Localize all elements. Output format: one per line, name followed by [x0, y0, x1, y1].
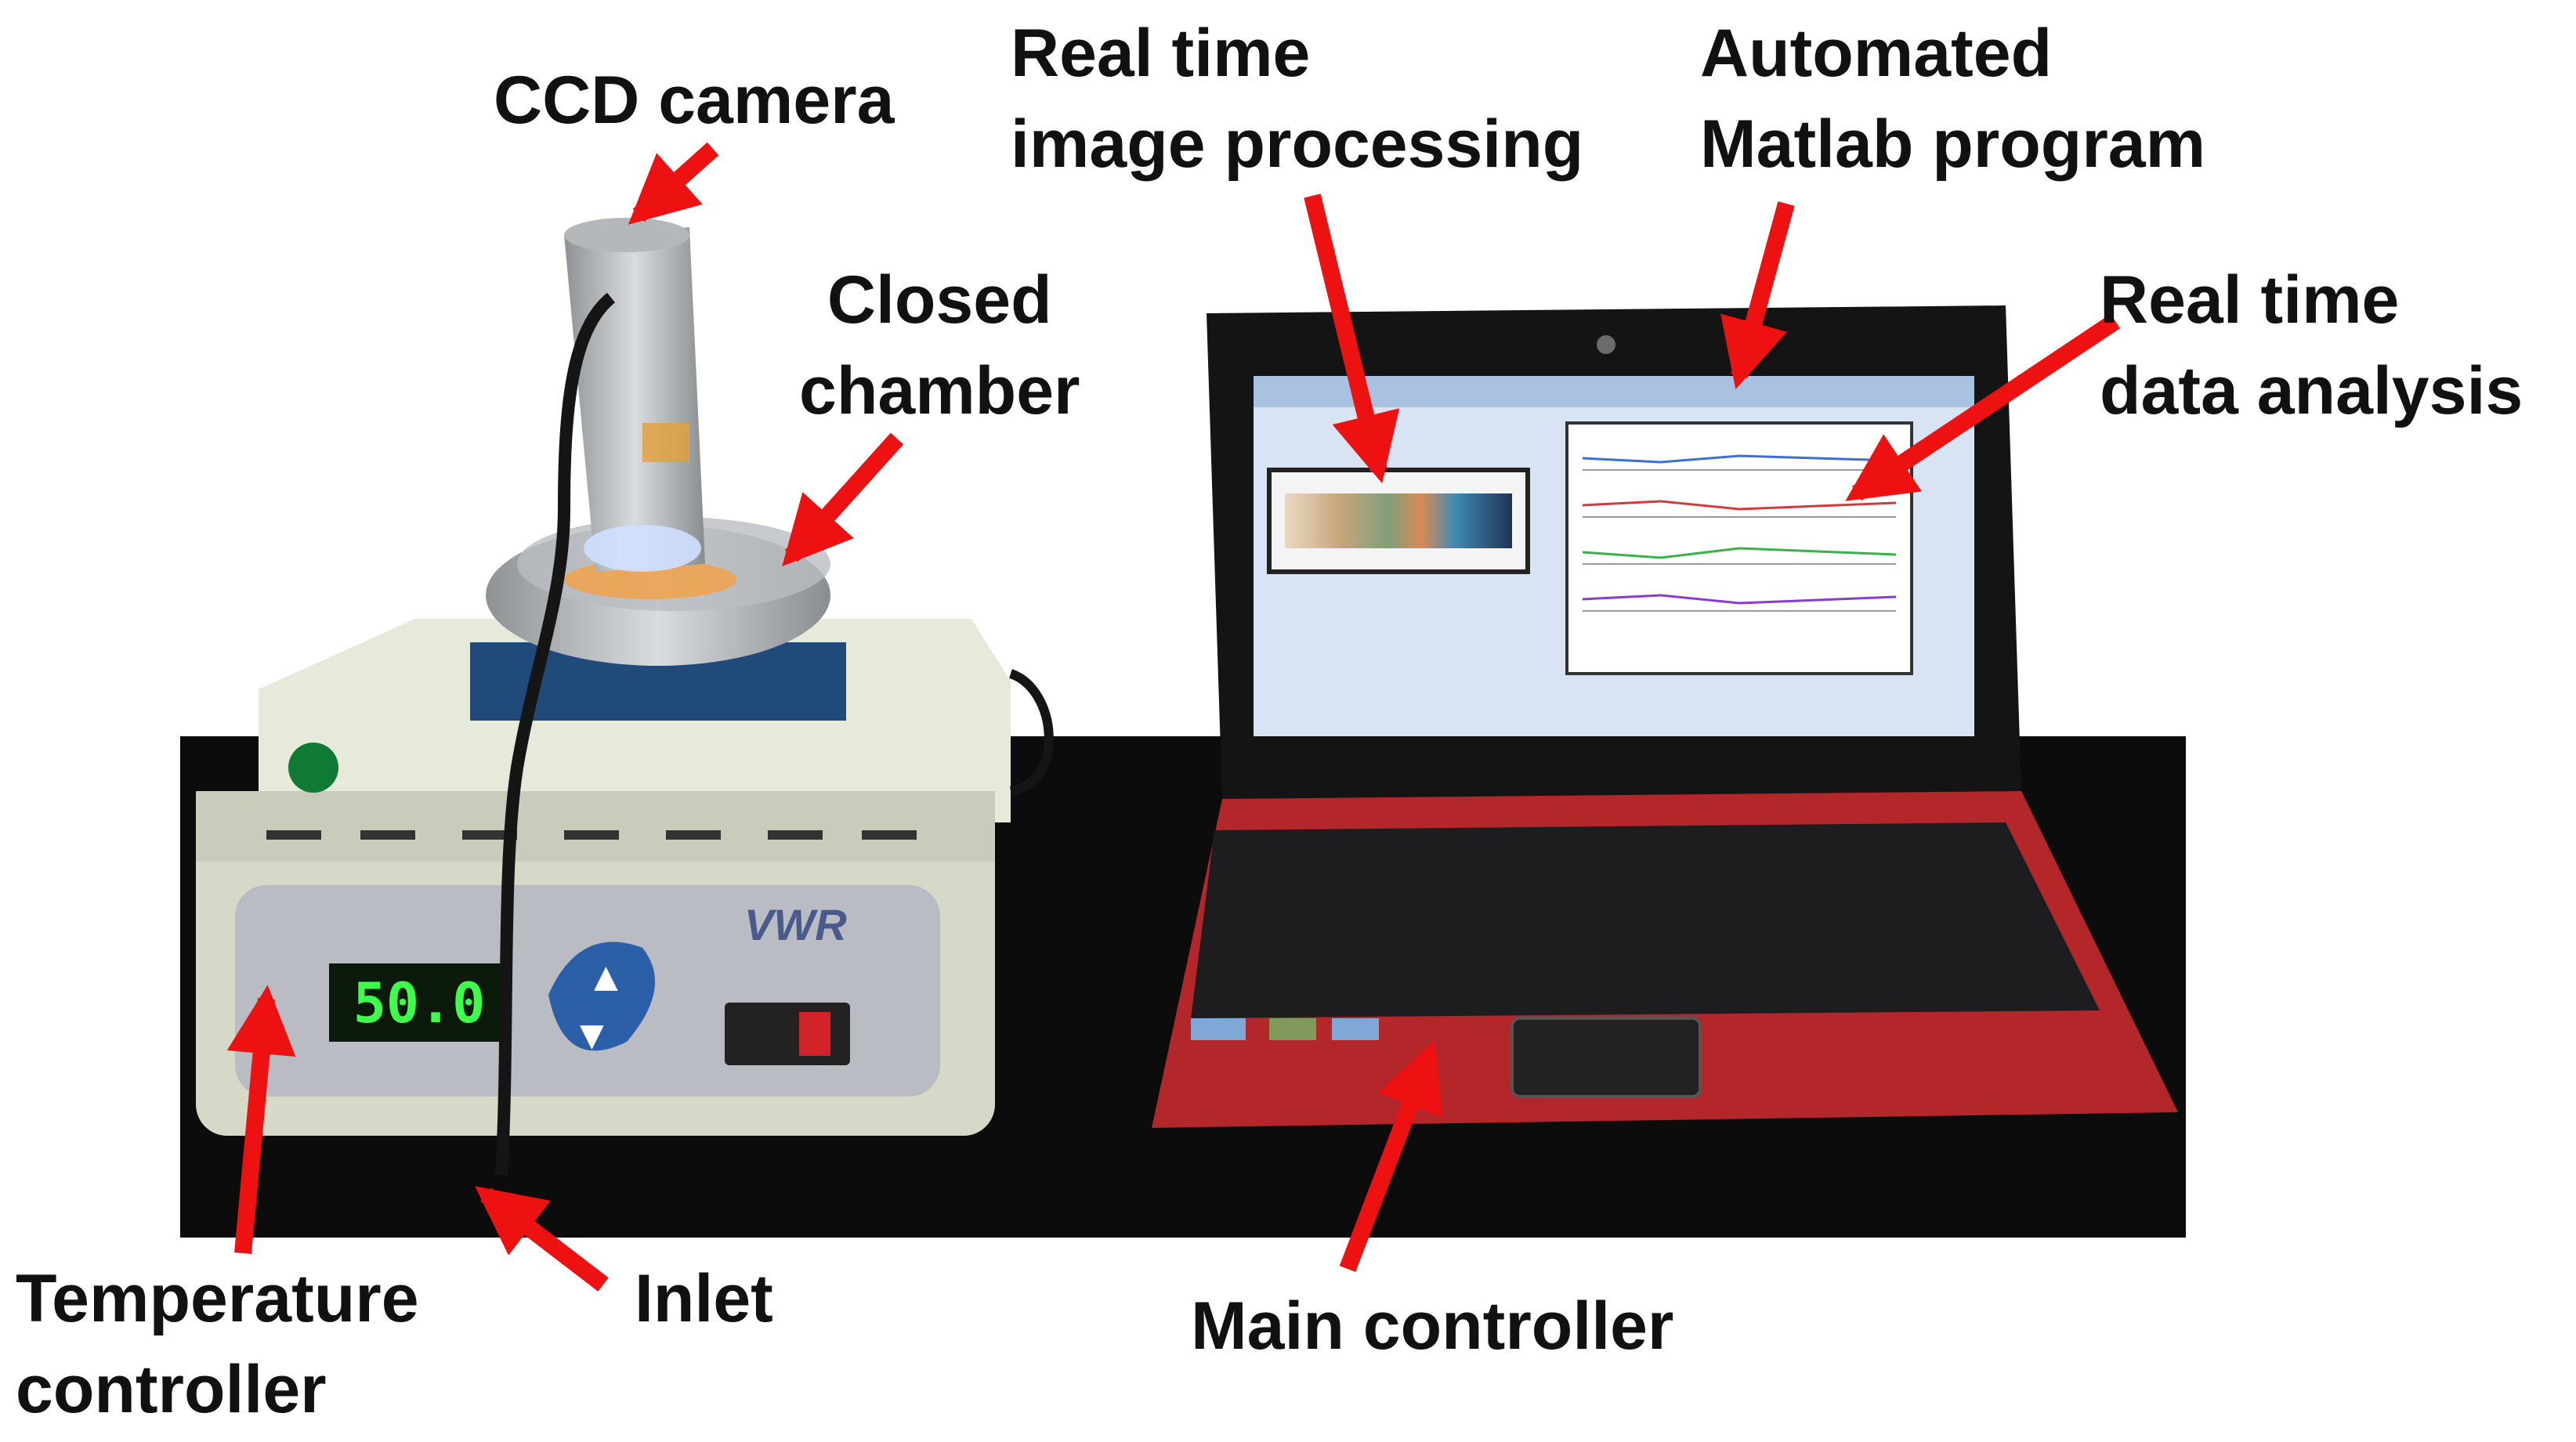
label-main-controller: Main controller	[1191, 1288, 1674, 1364]
label-real-time-data-analysis: Real time data analysis	[2100, 255, 2523, 436]
label-line-1: Temperature	[16, 1261, 419, 1336]
power-switch	[725, 1003, 850, 1065]
camera-cable	[495, 292, 616, 1176]
label-line-2: chamber	[799, 353, 1080, 428]
arrow-temperature-controller	[226, 985, 296, 1255]
arrow-closed-chamber	[782, 432, 904, 567]
label-line-2: data analysis	[2100, 353, 2524, 428]
down-arrow-icon: ▼	[580, 1017, 604, 1053]
label-automated-matlab-program: Automated Matlab program	[1700, 8, 2205, 190]
brand-logo: VWR	[744, 900, 847, 949]
label-ccd-camera: CCD camera	[494, 63, 895, 138]
up-arrow-icon: ▲	[594, 959, 618, 995]
arrow-inlet	[475, 1186, 609, 1292]
label-real-time-image-processing: Real time image processing	[1011, 8, 1583, 190]
label-line-1: Real time	[2100, 262, 2400, 338]
ccd-camera-device	[564, 218, 705, 572]
label-line-1: Automated	[1700, 16, 2053, 91]
arrow-keypad	[548, 941, 655, 1051]
temperature-display	[329, 963, 509, 1042]
label-line-2: Matlab program	[1700, 107, 2206, 182]
display-reading: 50.0	[353, 971, 486, 1035]
laptop-main-controller	[1152, 305, 2178, 1128]
arrow-matlab-program	[1720, 201, 1795, 389]
touchpad	[1511, 1017, 1702, 1098]
label-line-2: image processing	[1011, 107, 1584, 182]
arrow-ccd-camera	[628, 142, 719, 225]
label-closed-chamber: Closed chamber	[799, 255, 1080, 436]
label-line-2: controller	[16, 1352, 327, 1427]
arrow-main-controller	[1339, 1040, 1442, 1272]
keyboard	[1191, 822, 2100, 1018]
label-line-1: Real time	[1011, 16, 1311, 91]
arrow-image-processing	[1304, 193, 1400, 484]
label-inlet: Inlet	[635, 1261, 773, 1336]
arrow-data-analysis	[1845, 313, 2121, 501]
label-line-1: Closed	[827, 262, 1052, 338]
webcam-icon	[1597, 335, 1615, 354]
label-temperature-controller: Temperature controller	[16, 1253, 419, 1435]
